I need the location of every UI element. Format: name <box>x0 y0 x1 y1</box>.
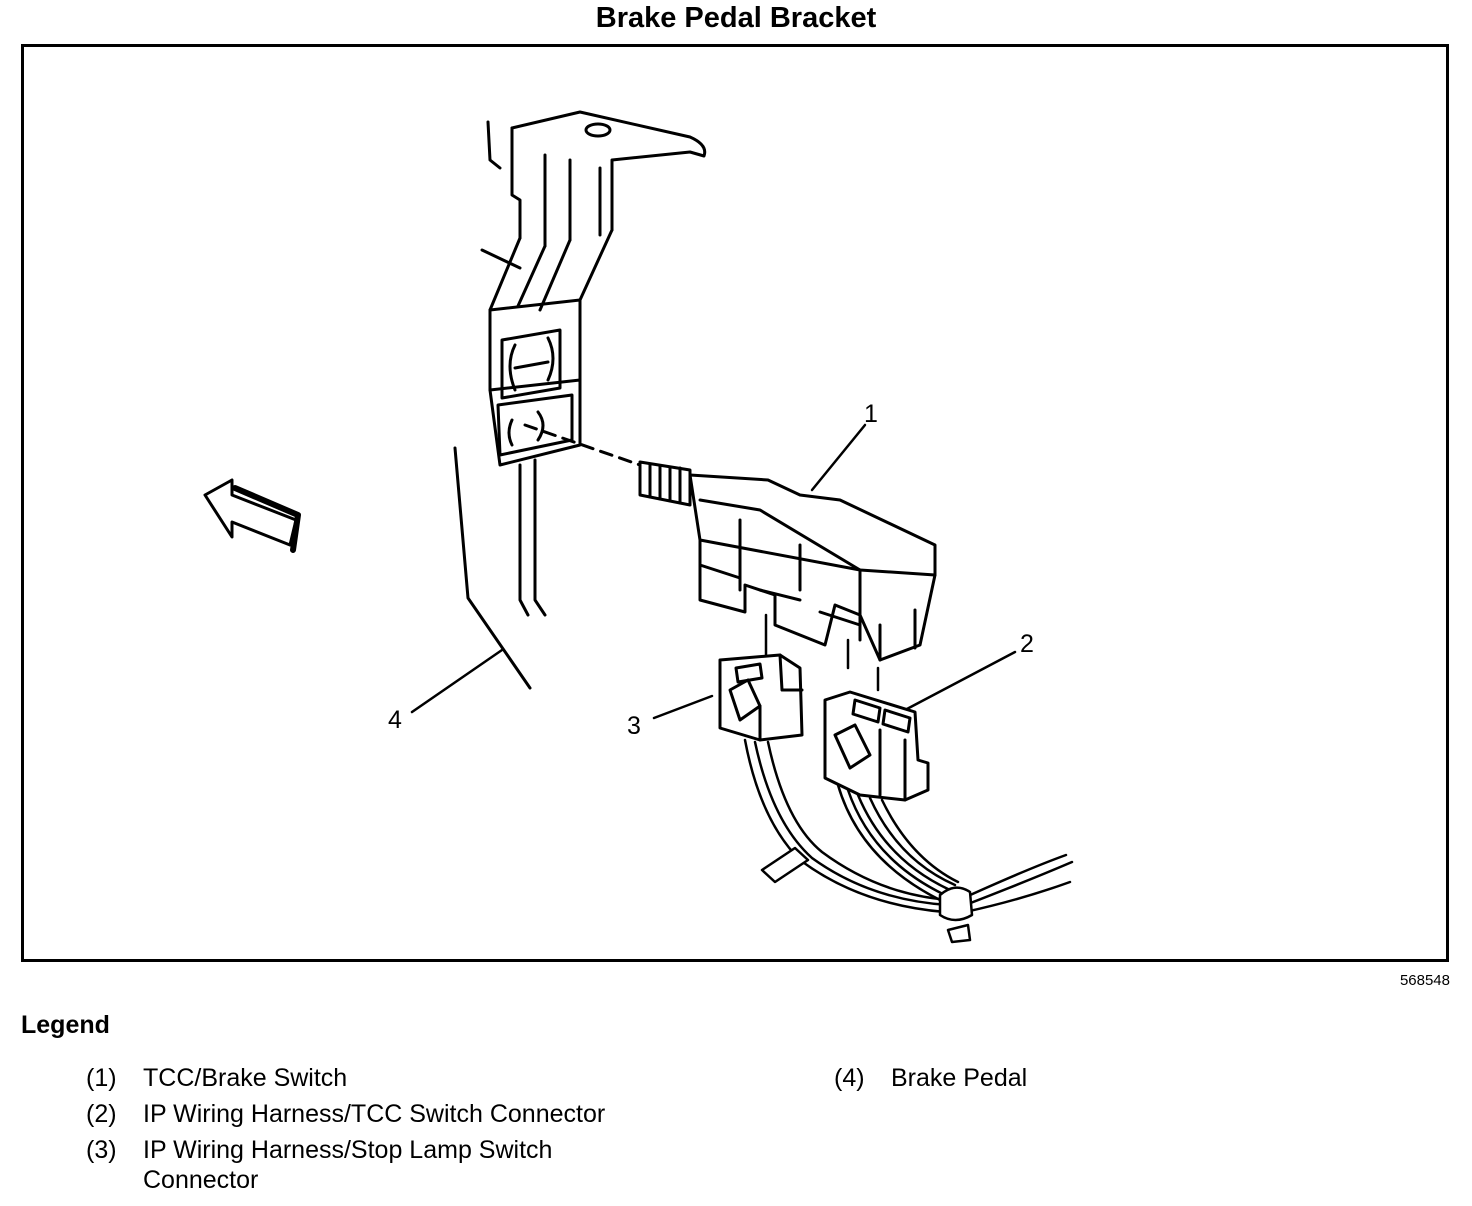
legend-item-text: TCC/Brake Switch <box>143 1064 348 1092</box>
legend-title: Legend <box>21 1011 110 1039</box>
legend-item-text: Brake Pedal <box>891 1064 1028 1092</box>
direction-arrow-icon <box>203 478 301 553</box>
illustration-frame <box>21 44 1449 962</box>
callout-leaders <box>410 423 1017 720</box>
legend-item-number: (2) <box>86 1100 117 1128</box>
legend-item-3: (3) IP Wiring Harness/Stop Lamp Switch C… <box>86 1135 706 1197</box>
tcc-brake-switch <box>638 460 937 662</box>
callout-2: 2 <box>1020 630 1034 658</box>
legend-item-number: (1) <box>86 1064 117 1092</box>
alignment-line <box>523 423 642 467</box>
brake-pedal-arm <box>453 446 532 690</box>
legend-item-number: (3) <box>86 1136 117 1164</box>
figure-id: 568548 <box>1399 972 1450 989</box>
stop-lamp-connector <box>718 653 804 742</box>
legend-item-2: (2) IP Wiring Harness/TCC Switch Connect… <box>86 1099 706 1131</box>
callout-1: 1 <box>864 400 878 428</box>
callout-3: 3 <box>627 712 641 740</box>
legend-item-4: (4) Brake Pedal <box>834 1063 1434 1095</box>
legend-item-text: IP Wiring Harness/Stop Lamp Switch Conne… <box>143 1136 553 1194</box>
bracket <box>480 110 707 617</box>
legend-item-text: IP Wiring Harness/TCC Switch Connector <box>143 1100 606 1128</box>
legend-item-number: (4) <box>834 1064 865 1092</box>
tcc-switch-connector <box>823 690 930 802</box>
wiring-harness <box>743 738 1074 944</box>
legend-item-1: (1) TCC/Brake Switch <box>86 1063 706 1095</box>
diagram-title: Brake Pedal Bracket <box>595 2 877 34</box>
callout-4: 4 <box>388 706 402 734</box>
